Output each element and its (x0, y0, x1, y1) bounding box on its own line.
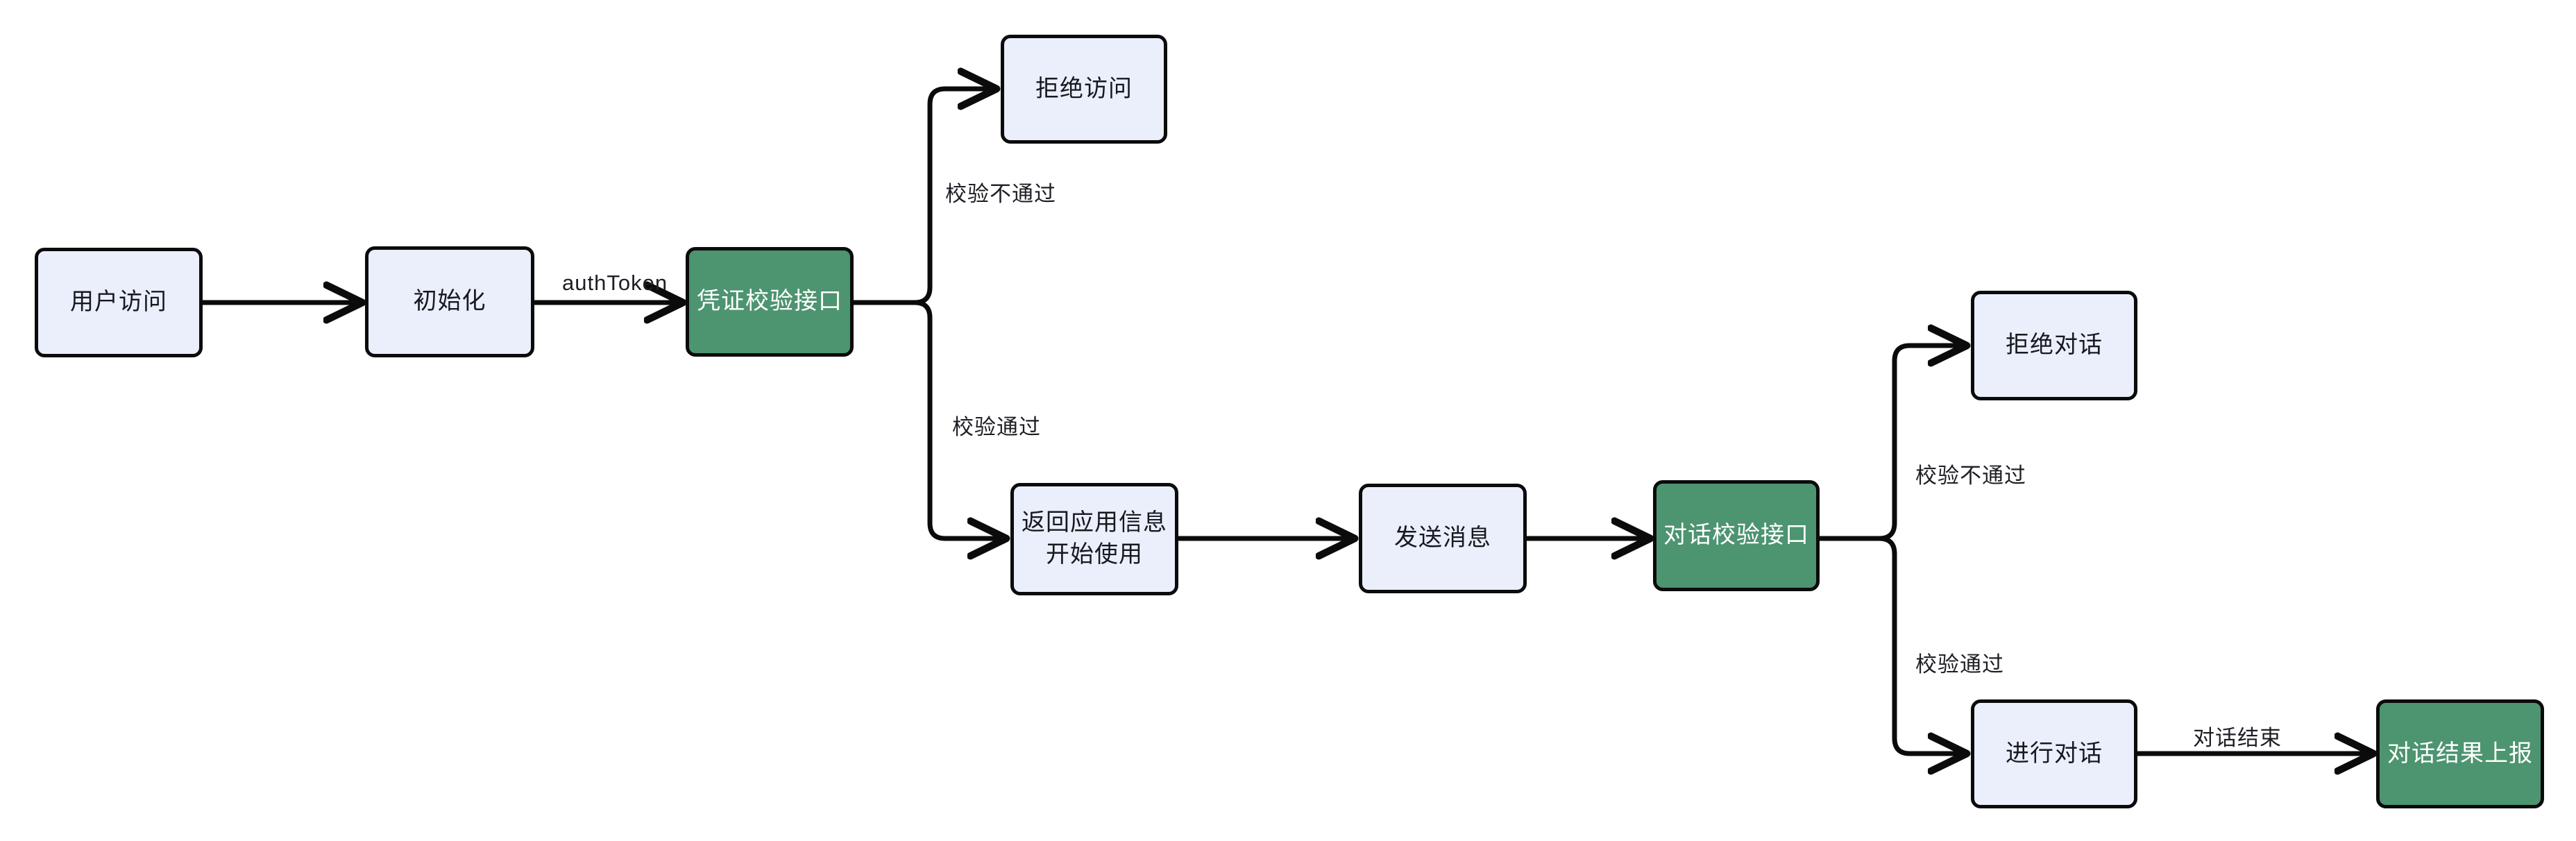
node-init[interactable]: 初始化 (365, 246, 534, 357)
edge-label-check-failed-2: 校验不通过 (1915, 464, 2026, 488)
edge-label-chat-ended: 对话结束 (2193, 726, 2282, 750)
node-chat-check-api[interactable]: 对话校验接口 (1653, 480, 1820, 591)
edge-auth-api-to-deny-access (914, 89, 994, 305)
node-auth-api-label: 凭证校验接口 (697, 288, 842, 315)
node-deny-access-label: 拒绝访问 (1035, 75, 1133, 102)
edge-label-auth-token: authToken (562, 271, 668, 295)
edge-chat-check-api-to-deny-chat (1879, 346, 1964, 541)
node-chat-check-api-label: 对话校验接口 (1663, 522, 1809, 549)
node-report-chat-result[interactable]: 对话结果上报 (2376, 699, 2544, 808)
node-do-chat[interactable]: 进行对话 (1971, 699, 2137, 808)
node-deny-access[interactable]: 拒绝访问 (1001, 35, 1167, 144)
node-report-chat-result-label: 对话结果上报 (2387, 740, 2533, 767)
edge-auth-api-to-return-app-info (914, 300, 1003, 538)
node-auth-api[interactable]: 凭证校验接口 (686, 247, 854, 357)
node-init-label: 初始化 (413, 288, 486, 315)
edge-label-check-passed-1: 校验通过 (952, 415, 1041, 439)
node-return-app-info-label: 返回应用信息 开始使用 (1022, 509, 1167, 568)
node-do-chat-label: 进行对话 (2006, 740, 2103, 767)
node-send-message-label: 发送消息 (1394, 525, 1491, 552)
node-deny-chat[interactable]: 拒绝对话 (1971, 291, 2137, 400)
edge-chat-check-api-to-do-chat (1879, 536, 1964, 754)
node-return-app-info[interactable]: 返回应用信息 开始使用 (1010, 483, 1178, 595)
edge-label-check-failed-1: 校验不通过 (945, 182, 1056, 206)
node-send-message[interactable]: 发送消息 (1359, 484, 1527, 593)
edge-label-check-passed-2: 校验通过 (1915, 652, 2004, 677)
node-user-access-label: 用户访问 (70, 289, 167, 316)
node-user-access[interactable]: 用户访问 (35, 248, 203, 357)
node-deny-chat-label: 拒绝对话 (2006, 332, 2103, 359)
